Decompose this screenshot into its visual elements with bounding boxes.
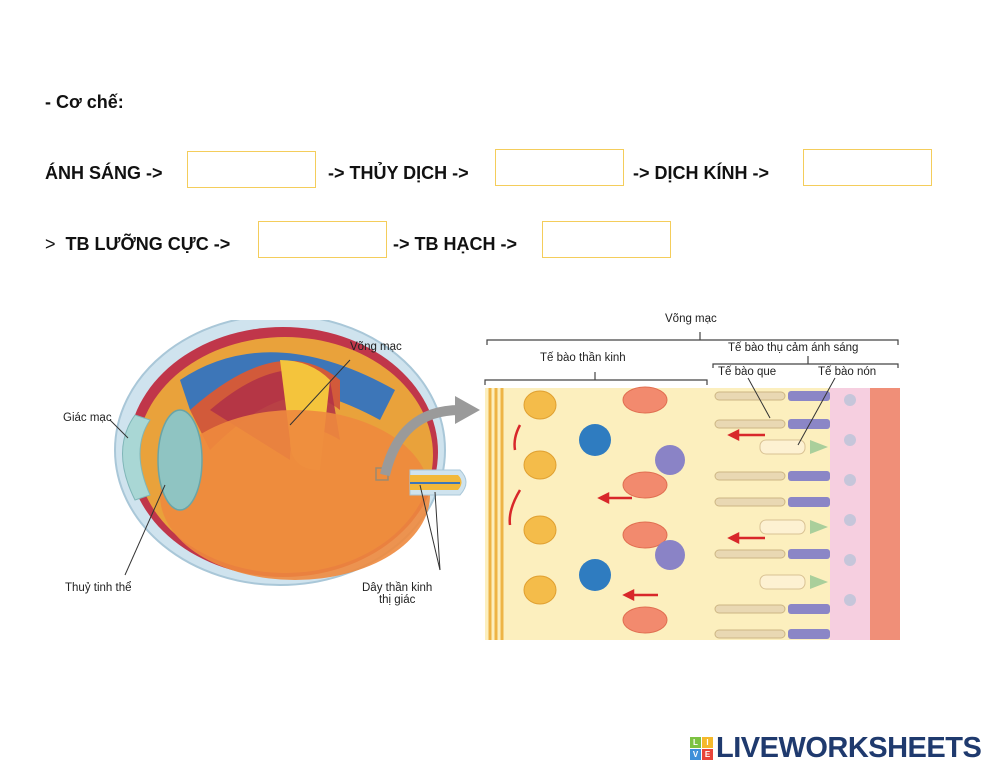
logo-blocks-icon: L I V E <box>690 736 713 760</box>
logo-block-e: E <box>702 748 713 760</box>
logo-block-l: L <box>690 736 701 748</box>
eye-cross-section-diagram <box>109 320 480 586</box>
answer-input-3[interactable] <box>803 149 932 186</box>
answer-input-5[interactable] <box>542 221 671 258</box>
label-optic-nerve-line2: thị giác <box>378 594 416 606</box>
label-optic-nerve-line1: Dây thần kinh <box>362 582 433 594</box>
zoom-arrowhead-icon <box>455 396 480 424</box>
zoom-arrow-icon <box>380 405 461 477</box>
label-retina: Võng mạc <box>350 341 402 353</box>
step-light-label: ÁNH SÁNG -> <box>45 163 163 183</box>
continuation-arrow: > <box>45 234 56 254</box>
retina-layers-diagram <box>484 332 900 640</box>
label-cones: Tế bào nón <box>818 366 877 378</box>
label-cornea: Giác mạc <box>63 412 112 424</box>
label-lens: Thuỷ tinh thể <box>65 582 132 594</box>
eyeball <box>114 320 467 586</box>
step-ganglion-cell-label: -> TB HẠCH -> <box>393 234 518 254</box>
liveworksheets-logo[interactable]: L I V E LIVEWORKSHEETS <box>690 731 982 764</box>
signal-direction-arrows <box>508 424 765 602</box>
brackets <box>484 332 899 385</box>
step-bipolar-cell-label: TB LƯỠNG CỰC -> <box>65 234 231 254</box>
answer-input-4[interactable] <box>258 221 387 258</box>
logo-block-i: I <box>702 736 713 748</box>
label-photoreceptors: Tế bào thụ cảm ánh sáng <box>728 342 859 354</box>
section-heading: - Cơ chế: <box>45 92 124 112</box>
logo-text: LIVEWORKSHEETS <box>716 731 982 764</box>
answer-input-2[interactable] <box>495 149 624 186</box>
label-retina-header: Võng mạc <box>665 313 717 325</box>
label-optic-nerve: Dây thần kinh thị giác <box>362 582 432 606</box>
label-neurons: Tế bào thần kinh <box>540 352 626 364</box>
answer-input-1[interactable] <box>187 151 316 188</box>
row2-line: > TB LƯỠNG CỰC -> <box>45 234 230 255</box>
logo-block-v: V <box>690 748 701 760</box>
step-aqueous-humor-label: -> THỦY DỊCH -> <box>328 163 469 183</box>
step-vitreous-humor-label: -> DỊCH KÍNH -> <box>633 163 770 183</box>
label-rods: Tế bào que <box>718 366 777 378</box>
